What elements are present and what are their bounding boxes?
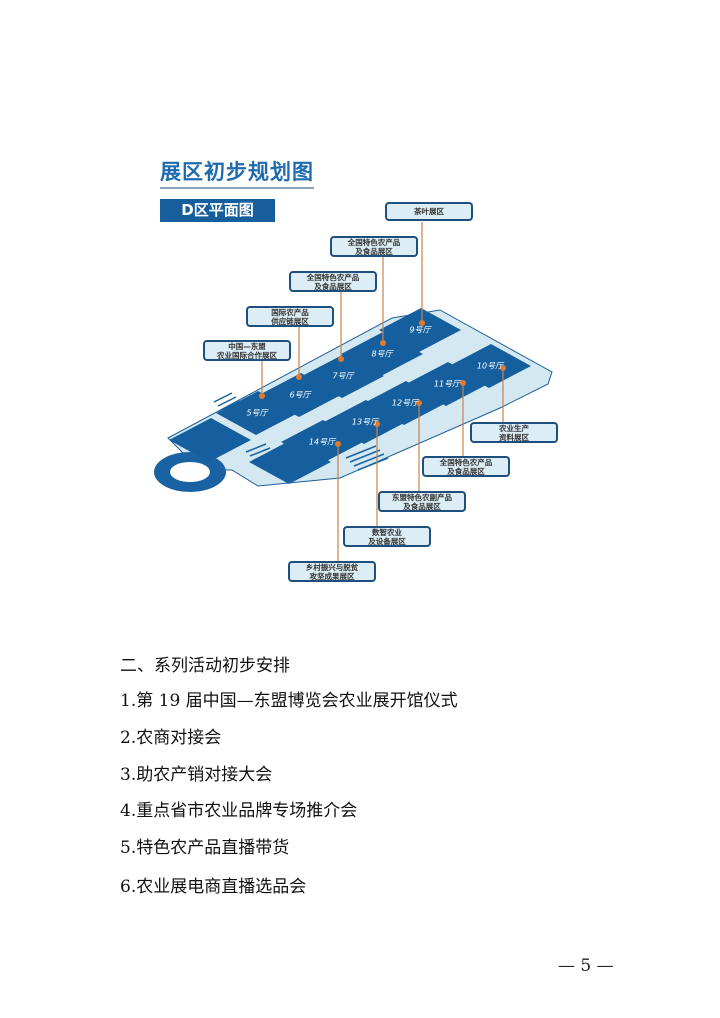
hall-label: 10号厅 [476, 361, 504, 371]
hall-label: 6号厅 [289, 390, 311, 400]
hall-label: 11号厅 [433, 379, 461, 389]
hall-label: 13号厅 [351, 417, 379, 427]
zone-label: 东盟特色农副产品 及食品展区 [378, 491, 466, 512]
hall-label: 7号厅 [332, 371, 354, 381]
marker-dot [419, 320, 425, 326]
marker-dot [416, 400, 422, 406]
zone-label: 中国—东盟 农业国际合作展区 [203, 340, 291, 361]
zone-label: 全国特色农产品 及食品展区 [330, 236, 418, 257]
marker-dot [335, 441, 341, 447]
marker-dot [460, 380, 466, 386]
hall-block [379, 308, 461, 352]
marker-dot [259, 393, 265, 399]
activity-item: 4.重点省市农业品牌专场推介会 [120, 801, 358, 821]
activity-item: 1.第 19 届中国—东盟博览会农业展开馆仪式 [120, 691, 458, 711]
diagram-subtitle: D区平面图 [160, 199, 275, 222]
hall-block [169, 418, 251, 462]
hall-label: 14号厅 [308, 437, 336, 447]
hall-label: 12号厅 [391, 398, 419, 408]
page-number: — 5 — [558, 956, 614, 976]
activity-item: 2.农商对接会 [120, 728, 222, 748]
diagram-title: 展区初步规划图 [160, 156, 314, 189]
zone-label: 全国特色农产品 及食品展区 [289, 271, 377, 292]
zone-label: 数智农业 及设备展区 [343, 526, 431, 547]
floor-plan-diagram [154, 222, 553, 561]
hall-block [249, 440, 331, 484]
zone-label: 乡村振兴与脱贫 攻坚成果展区 [288, 561, 376, 582]
zone-label: 国际农产品 供应链展区 [246, 306, 334, 327]
hall-block [341, 332, 423, 376]
marker-dot [374, 421, 380, 427]
marker-dot [380, 340, 386, 346]
activity-item: 5.特色农产品直播带货 [120, 838, 290, 858]
hall-label: 8号厅 [371, 349, 393, 359]
hall-label: 5号厅 [246, 408, 268, 418]
zone-label: 茶叶展区 [385, 202, 473, 221]
section-heading: 二、系列活动初步安排 [120, 656, 290, 676]
marker-dot [338, 356, 344, 362]
zone-label: 农业生产 资料展区 [470, 422, 558, 443]
activity-item: 3.助农产销对接大会 [120, 765, 273, 785]
zone-label: 全国特色农产品 及食品展区 [422, 456, 510, 477]
hall-label: 9号厅 [409, 325, 431, 335]
marker-dot [500, 365, 506, 371]
activity-item: 6.农业展电商直播选品会 [120, 877, 307, 897]
marker-dot [296, 374, 302, 380]
